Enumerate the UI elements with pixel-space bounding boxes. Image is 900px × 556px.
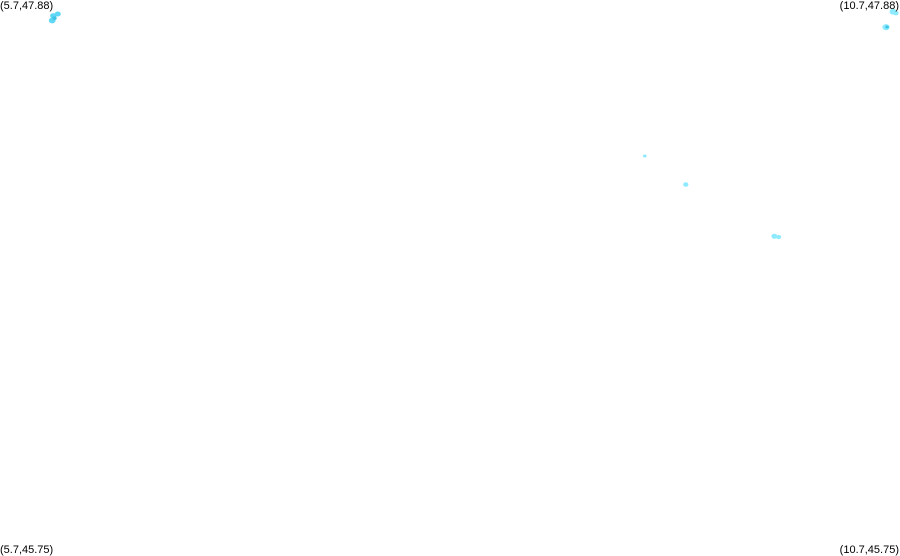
corner-label-top-right: (10.7,47.88) xyxy=(839,0,899,12)
corner-label-bottom-right: (10.7,45.75) xyxy=(839,544,899,556)
feature-point-4b xyxy=(776,235,782,240)
corner-label-top-left: (5.7,47.88) xyxy=(0,0,54,12)
feature-cluster-5b xyxy=(893,10,899,16)
feature-cluster-1b xyxy=(54,11,61,17)
feature-cluster-1d xyxy=(52,16,57,20)
feature-point-4a xyxy=(771,233,778,239)
corner-label-bottom-left: (5.7,45.75) xyxy=(0,544,54,556)
feature-point-2 xyxy=(643,154,647,158)
feature-point-3 xyxy=(683,182,689,187)
feature-cluster-6b xyxy=(885,25,889,29)
